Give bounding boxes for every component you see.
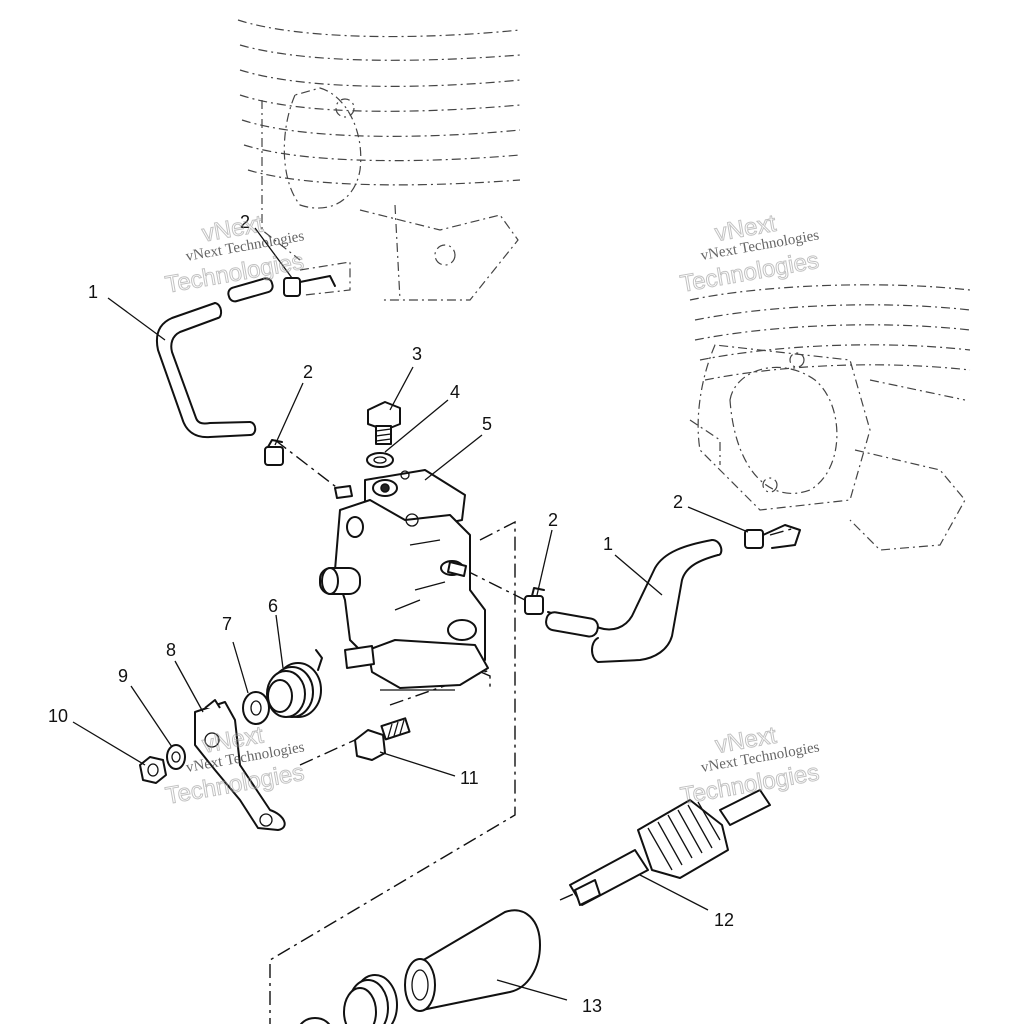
- pump-mount-screw: [354, 717, 411, 761]
- hose-right: [545, 539, 723, 663]
- callout-2-upper-clamp: 2: [240, 212, 250, 232]
- oil-seal: [299, 974, 398, 1024]
- callout-4-washer: 4: [450, 382, 460, 402]
- engine-cylinder-right: [689, 284, 971, 551]
- callout-7-washer: 7: [222, 614, 232, 634]
- callout-5-oil-pump: 5: [482, 414, 492, 434]
- oil-pump-assembly: [319, 469, 489, 691]
- hose-clamp-left: [264, 439, 284, 466]
- sealing-washer: [366, 452, 394, 468]
- watermark-4: vNext vNext Technologies Technologies: [678, 721, 822, 810]
- callout-8-lever: 8: [166, 640, 176, 660]
- callout-1-left-hose: 1: [88, 282, 98, 302]
- bushing-sleeve: [404, 909, 541, 1012]
- callout-13-bushing: 13: [582, 996, 602, 1016]
- callout-2-right-clamp: 2: [673, 492, 683, 512]
- watermark-2: vNext vNext Technologies Technologies: [678, 209, 822, 298]
- callout-6-spring: 6: [268, 596, 278, 616]
- callout-9-lock-washer: 9: [118, 666, 128, 686]
- return-spring: [266, 649, 323, 718]
- callout-2-left-clamp: 2: [303, 362, 313, 382]
- washer: [242, 691, 270, 725]
- callout-1-right-hose: 1: [603, 534, 613, 554]
- leader-lines: [72, 227, 749, 1001]
- hose-clamp-right: [744, 524, 801, 549]
- hex-nut: [139, 756, 167, 784]
- callout-10-nut: 10: [48, 706, 68, 726]
- callout-3-banjo-bolt: 3: [412, 344, 422, 364]
- lock-washer: [166, 744, 186, 770]
- drive-gear-shaft: [569, 789, 771, 906]
- hose-clamp-middle: [524, 587, 545, 615]
- callouts: 1 2 2 3 4 5 2 2 1 6 7 8 9 10 11 12 13: [48, 212, 734, 1016]
- callout-2-mid-clamp: 2: [548, 510, 558, 530]
- callout-11-screw: 11: [460, 768, 479, 788]
- banjo-bolt: [367, 401, 401, 445]
- engine-cylinder-top: [237, 19, 521, 301]
- hose-left: [155, 277, 274, 439]
- hose-clamp-upper: [283, 275, 336, 297]
- pump-lever: [194, 699, 286, 831]
- callout-12-gear-shaft: 12: [714, 910, 734, 930]
